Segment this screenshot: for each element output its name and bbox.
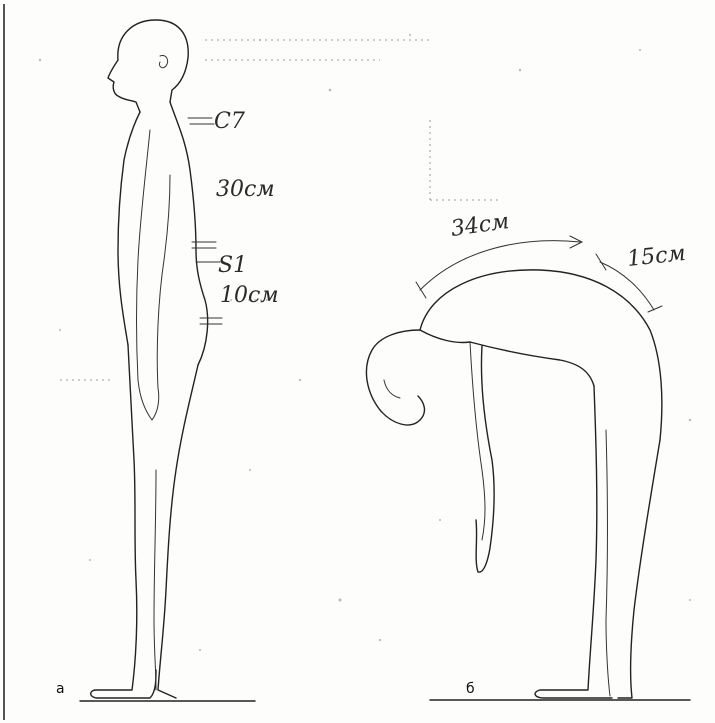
bending-figure (366, 270, 690, 700)
label-thoracic-length-a: 30см (216, 177, 275, 202)
panel-b-letter: б (466, 681, 475, 697)
label-thoracic-length-b: 34см (449, 209, 510, 242)
panel-a-measurements (188, 118, 222, 324)
panel-a-letter: а (56, 681, 65, 697)
label-c7: C7 (214, 109, 245, 134)
label-s1: S1 (218, 253, 247, 278)
label-lumbar-length-b: 15см (626, 241, 687, 272)
label-lumbar-length-a: 10см (220, 283, 279, 308)
